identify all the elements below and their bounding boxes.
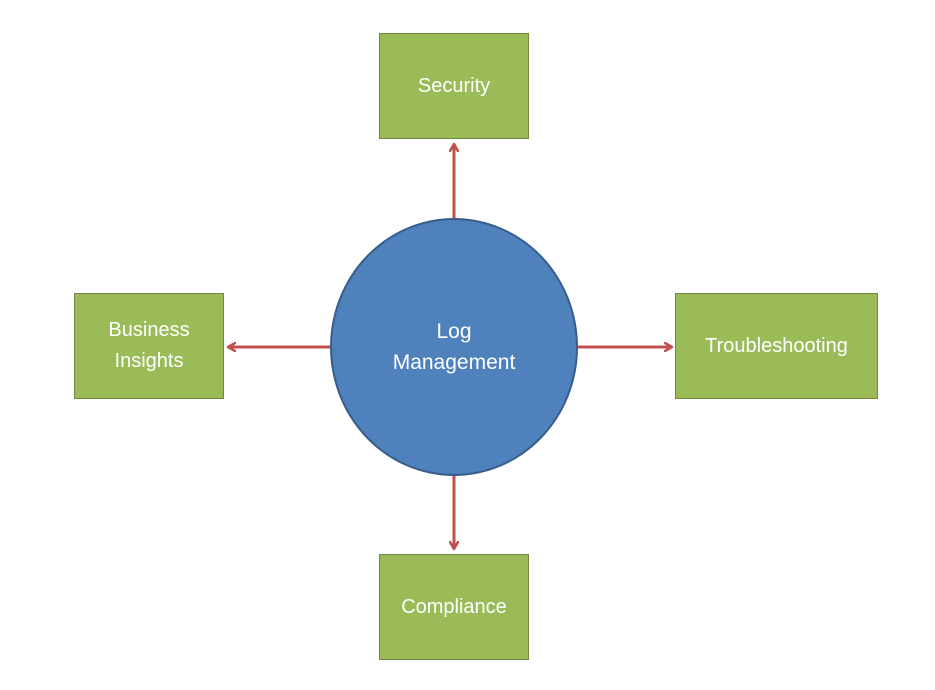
business-insights-label-line2: Insights bbox=[114, 350, 184, 372]
business-insights-label-line1: Business bbox=[108, 319, 190, 341]
compliance-box: Compliance bbox=[379, 554, 529, 660]
log-management-label-line2: Management bbox=[392, 351, 516, 374]
compliance-label: Compliance bbox=[401, 595, 507, 618]
security-box: Security bbox=[379, 33, 529, 139]
security-label: Security bbox=[417, 74, 491, 97]
log-management-circle: Log Management bbox=[330, 218, 578, 476]
troubleshooting-label: Troubleshooting bbox=[705, 334, 848, 357]
business-insights-box: Business Insights bbox=[74, 293, 224, 399]
log-management-label-line1: Log bbox=[436, 319, 472, 343]
troubleshooting-box: Troubleshooting bbox=[675, 293, 878, 399]
